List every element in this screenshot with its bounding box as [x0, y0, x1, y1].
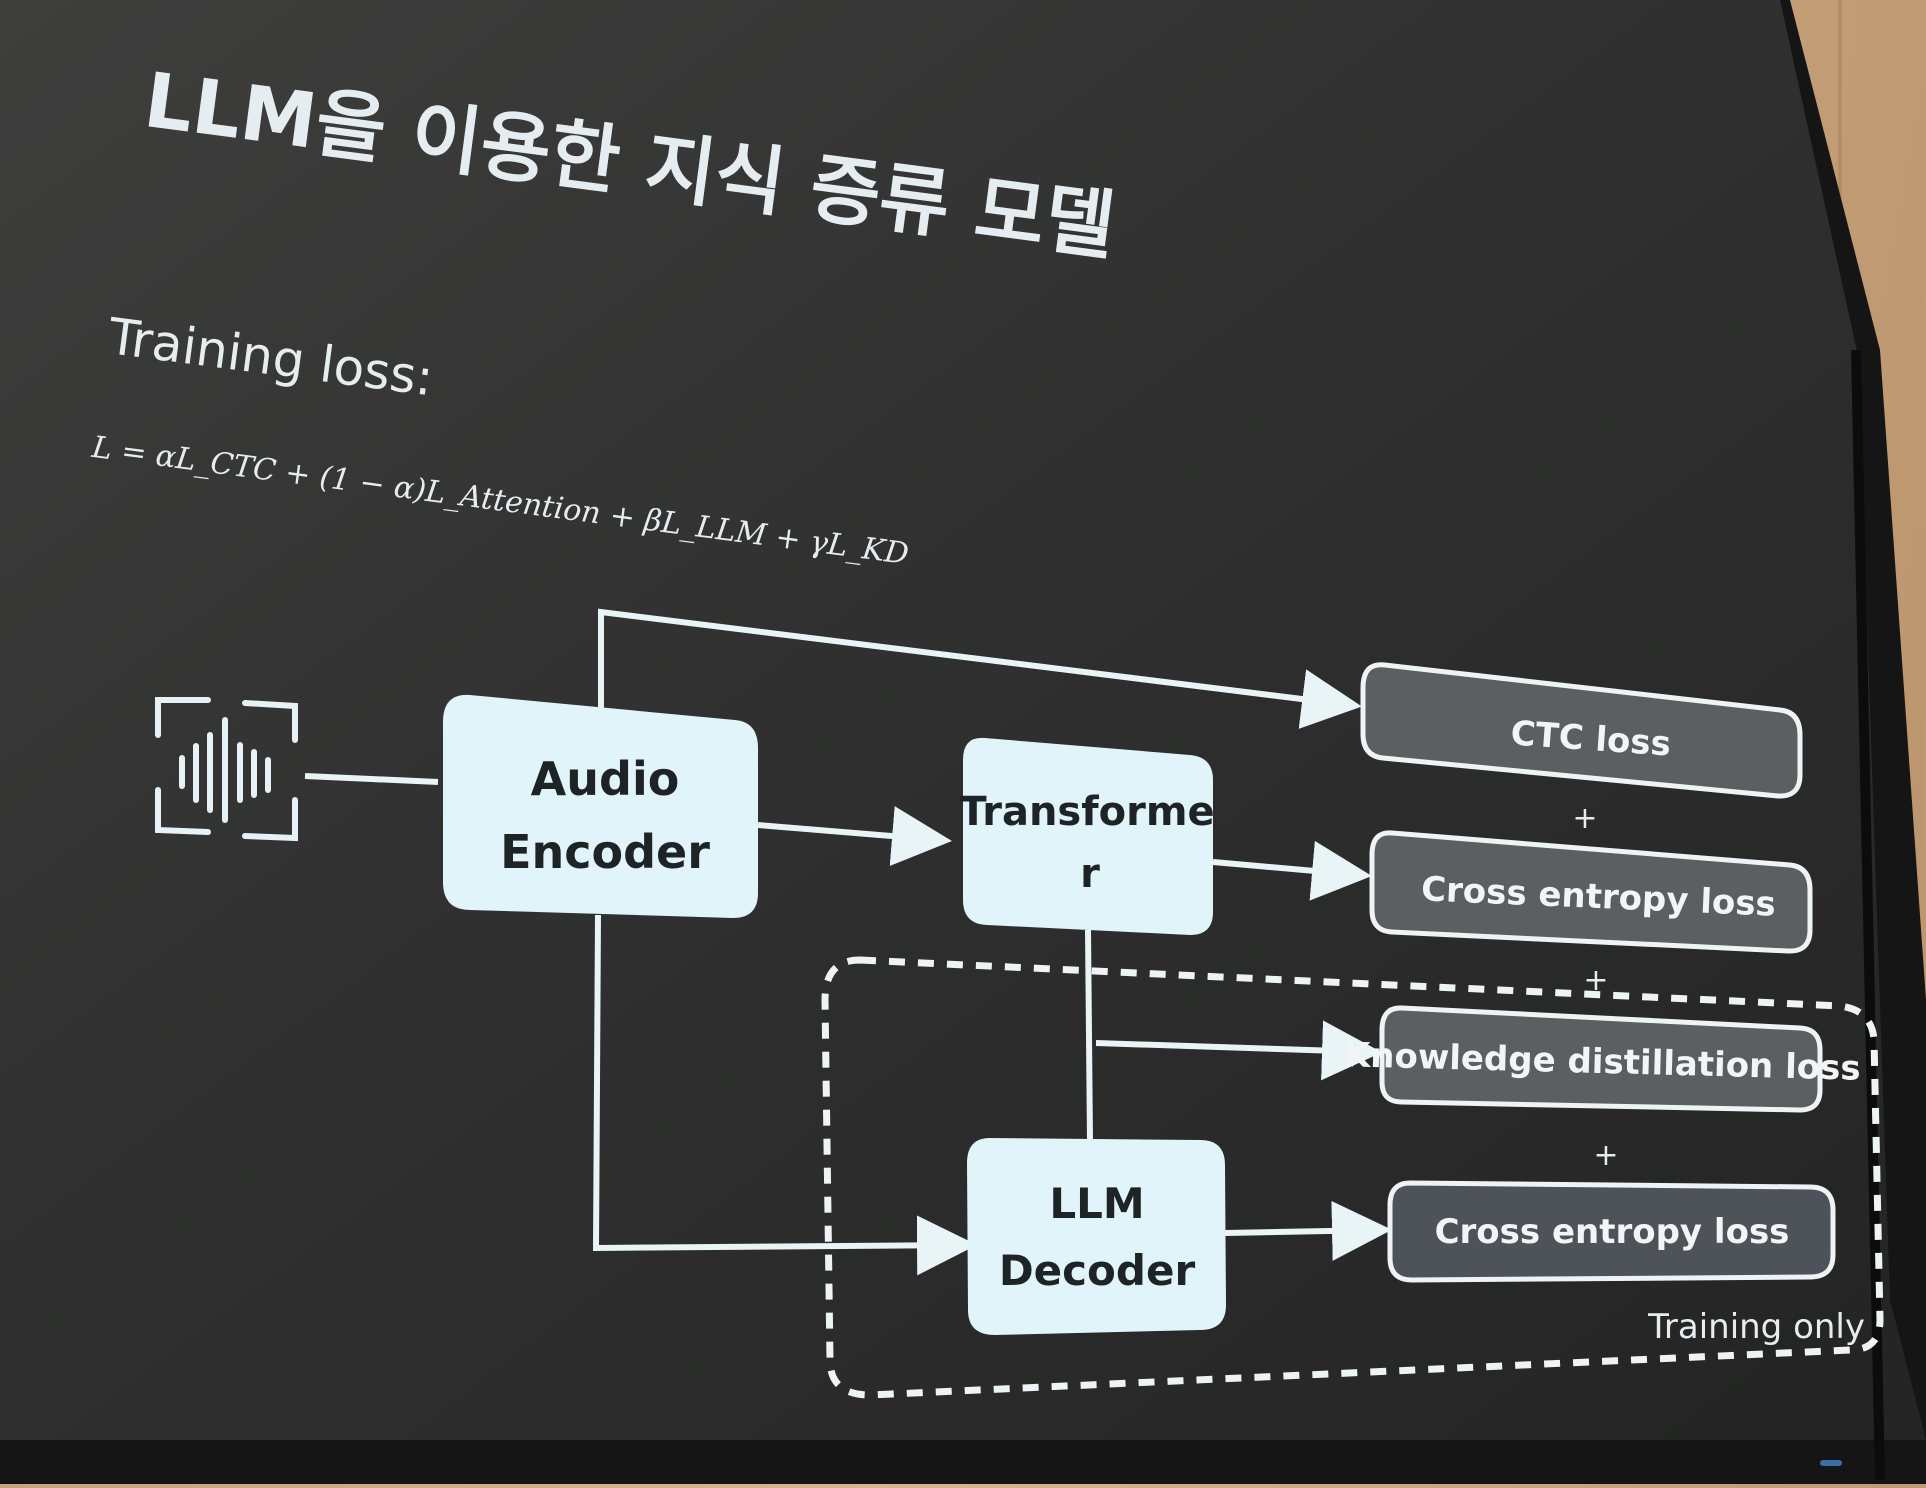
plus-sign-2: + [1583, 963, 1608, 998]
transformer-line1: Transforme [959, 789, 1214, 835]
llm-decoder-box: LLM Decoder [967, 1138, 1226, 1335]
audio-encoder-line2: Encoder [500, 825, 710, 879]
training-only-label: Training only [1647, 1307, 1865, 1347]
llm-decoder-line1: LLM [1049, 1179, 1144, 1228]
audio-waveform-icon [155, 697, 298, 842]
cross-entropy-loss-box-2: Cross entropy loss [1387, 1180, 1836, 1283]
ctc-loss-box: CTC loss [1360, 662, 1803, 799]
tv-power-indicator [1820, 1460, 1842, 1466]
audio-encoder-line1: Audio [531, 752, 680, 806]
knowledge-distillation-loss-box: Knowledge distillation loss [1343, 1005, 1861, 1113]
diagram-connectors [304, 608, 1392, 1276]
training-only-region [821, 956, 1884, 1399]
transformer-line2: r [1080, 851, 1100, 897]
plus-sign-3: + [1593, 1138, 1618, 1173]
cross-entropy-loss-box-1: Cross entropy loss [1369, 830, 1813, 954]
cross-entropy-loss-label-2: Cross entropy loss [1435, 1212, 1790, 1252]
audio-encoder-box: Audio Encoder [443, 694, 758, 918]
plus-sign-1: + [1572, 801, 1597, 836]
llm-decoder-line2: Decoder [999, 1246, 1196, 1295]
transformer-box: Transforme r [959, 737, 1215, 935]
